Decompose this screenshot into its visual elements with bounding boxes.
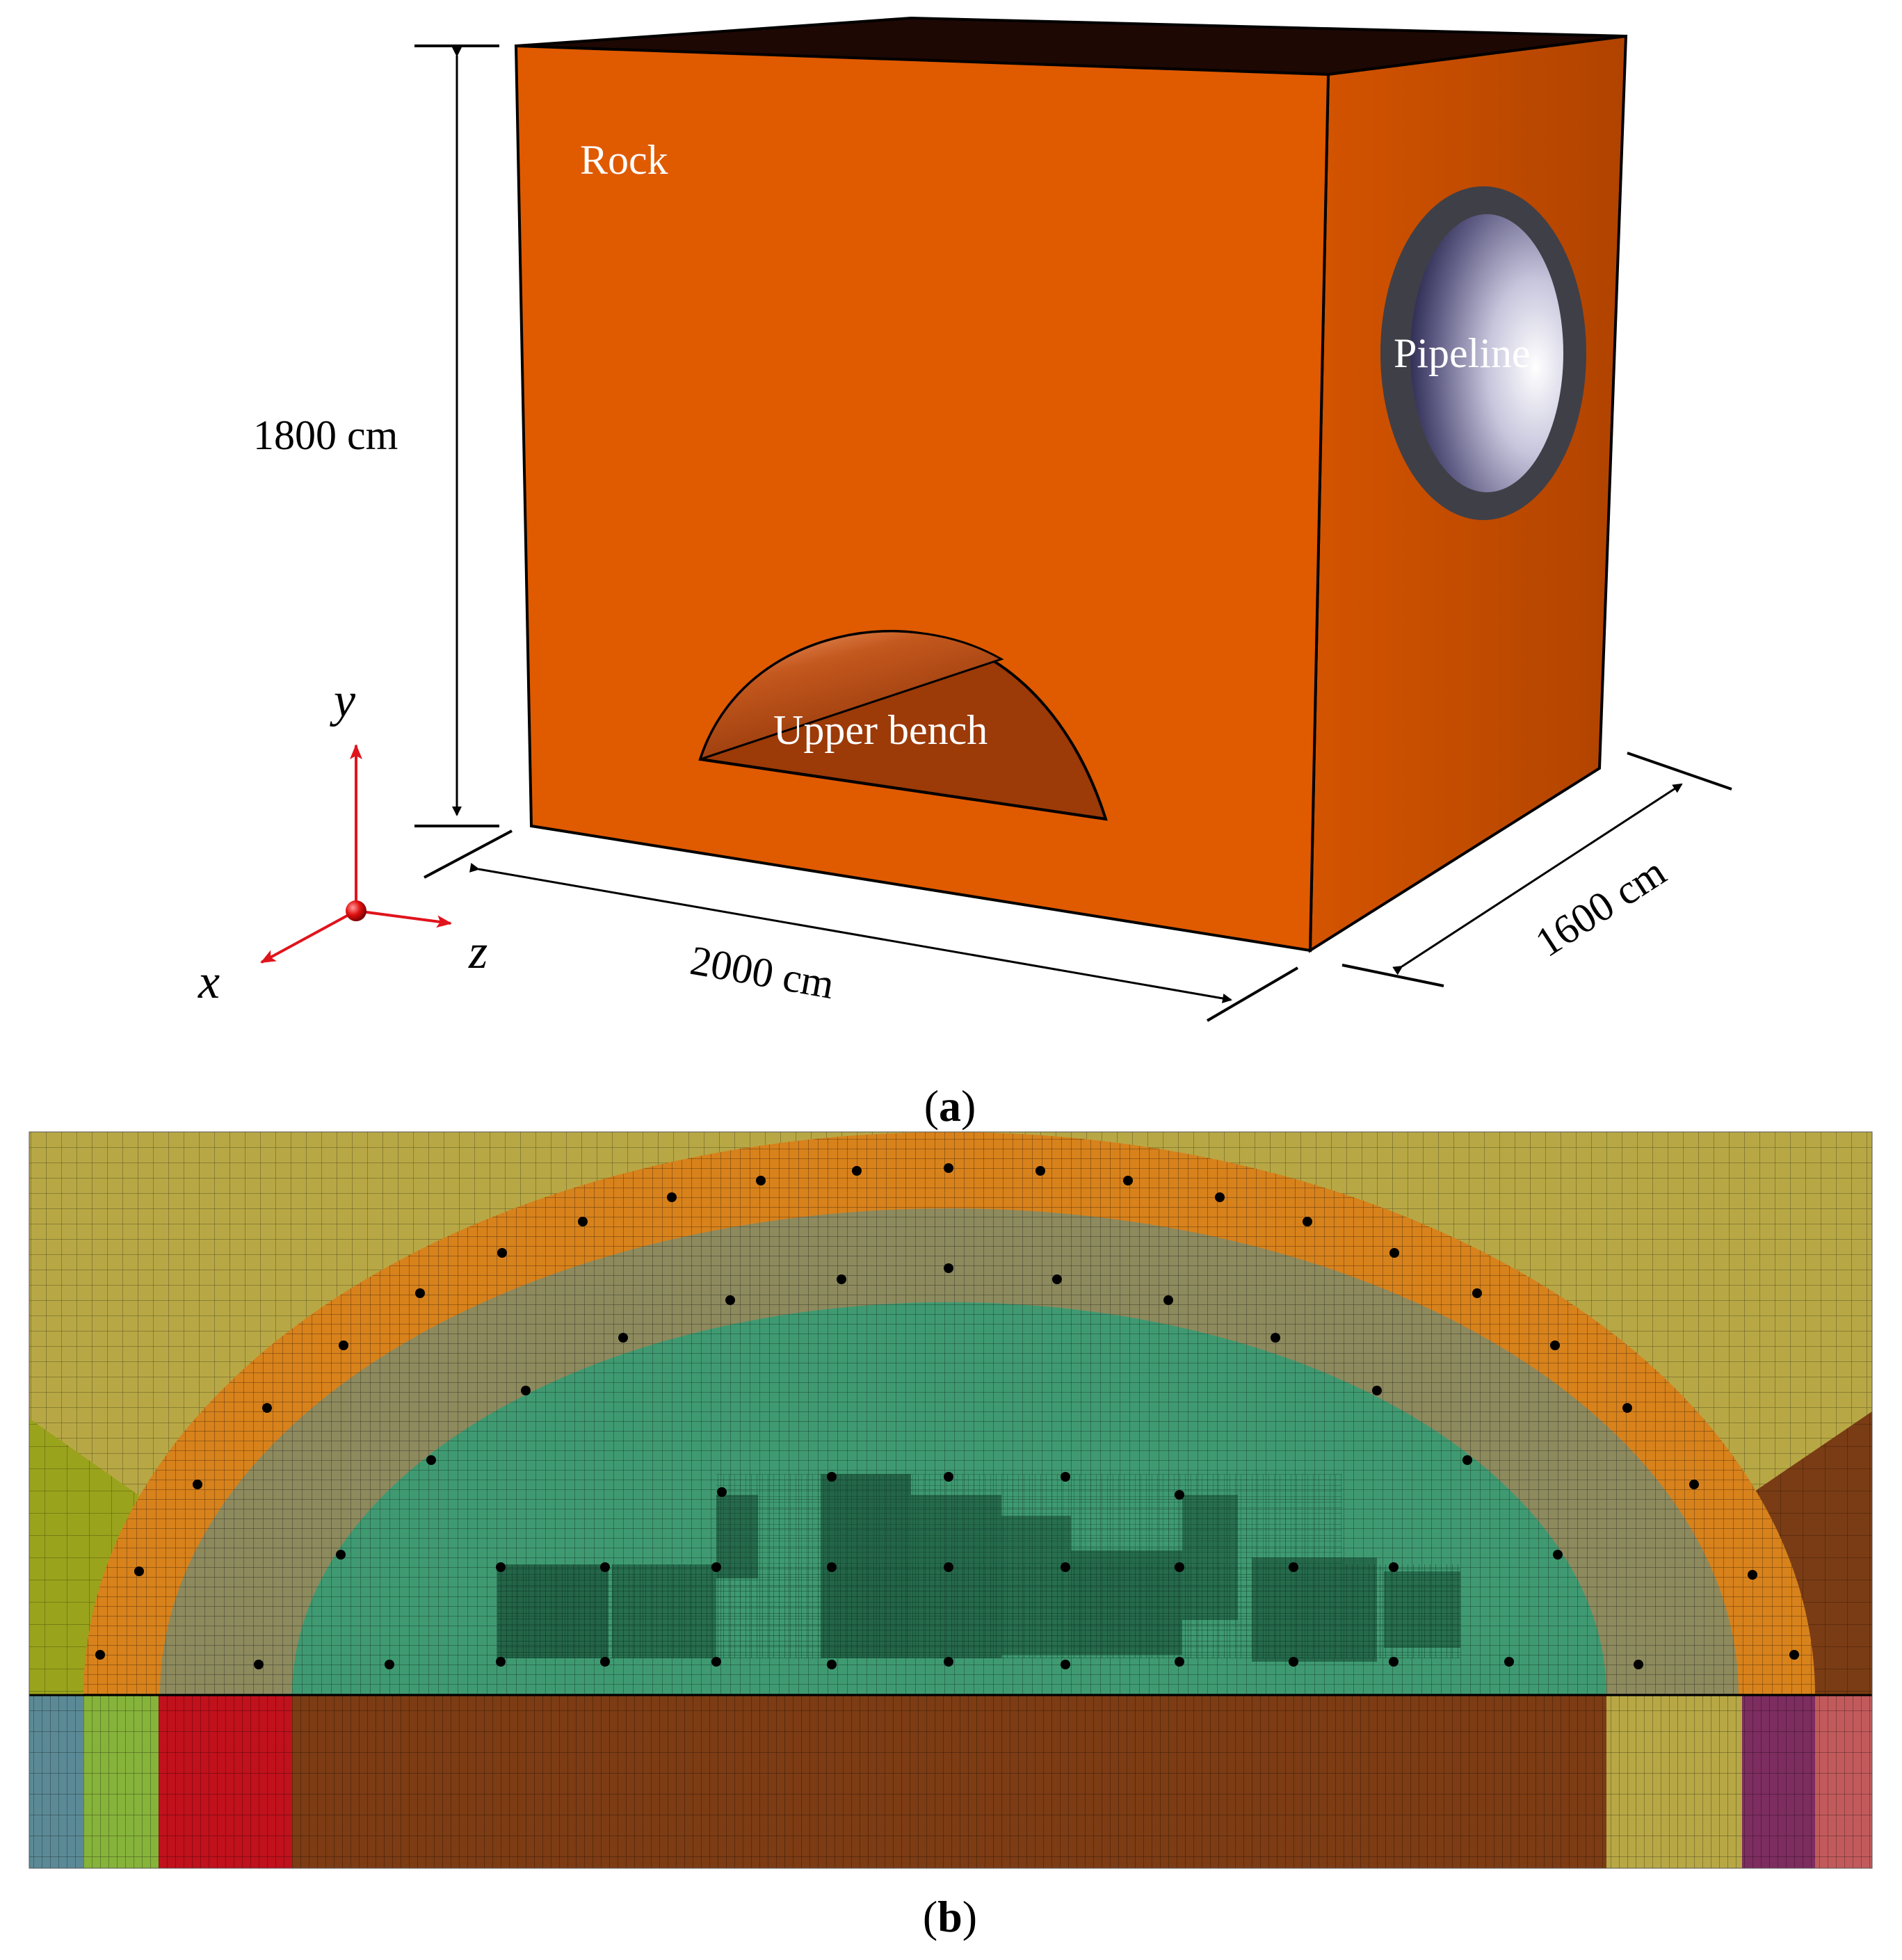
panel-b	[29, 1132, 1872, 1868]
caption-b: (b)	[923, 1892, 977, 1941]
height-label: 1800 cm	[253, 412, 398, 458]
axis-z-label: z	[468, 925, 487, 979]
dense-mesh-clusters	[497, 1474, 1460, 1662]
caption-a: (a)	[924, 1081, 976, 1131]
origin-point	[346, 900, 366, 921]
mesh-base-strips	[29, 1694, 1872, 1868]
depth-label: 1600 cm	[1527, 848, 1674, 966]
panel-a: Rock Pipeline Upper bench 1800 cm 2000 c…	[198, 16, 1732, 1131]
pipeline	[1380, 186, 1586, 520]
pipeline-label: Pipeline	[1394, 330, 1531, 376]
upper-bench-label: Upper bench	[773, 707, 988, 753]
pipeline-inner	[1410, 214, 1563, 492]
upper-bench	[698, 629, 1108, 821]
axis-y-label: y	[330, 674, 356, 727]
axis-x-label: x	[198, 955, 220, 1009]
bolt-nodes	[95, 1163, 1799, 1669]
width-label: 2000 cm	[687, 937, 838, 1007]
rock-label: Rock	[580, 137, 668, 183]
height-dimension: 1800 cm	[253, 44, 499, 827]
coordinate-axes: y z x	[198, 674, 487, 1009]
